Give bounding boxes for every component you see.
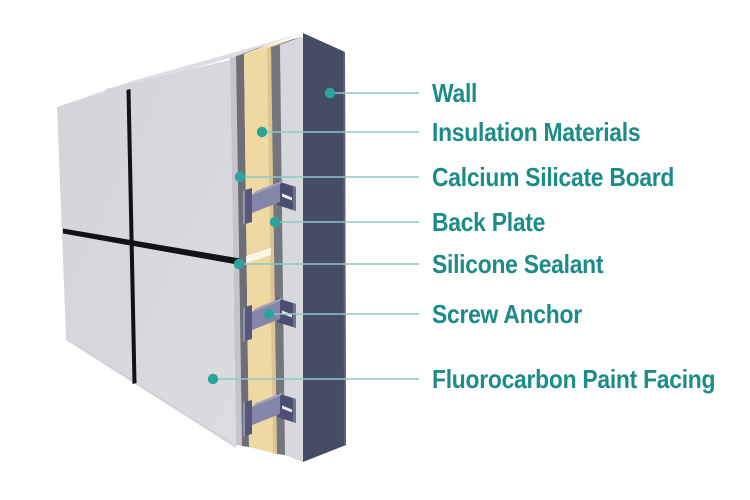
back-plate-top-face <box>271 37 302 47</box>
leader-dot-fluorocarbon-paint-facing <box>207 373 219 385</box>
callout-label-insulation: Insulation Materials <box>432 117 641 147</box>
wall-front-face <box>280 37 303 462</box>
back-plate-layer <box>271 45 285 455</box>
insulation-shadow-edge <box>267 47 277 454</box>
leader-dot-silicone-sealant <box>233 258 245 270</box>
callout-label-silicone-sealant: Silicone Sealant <box>432 249 604 279</box>
sealant-gap-vertical <box>126 89 137 384</box>
panels-bottom-edge <box>66 337 236 448</box>
callout-layer <box>207 87 419 385</box>
wall-side-face <box>303 33 346 462</box>
board-top-face <box>236 46 266 56</box>
cladding-panels-face <box>57 60 236 445</box>
panel-edge-face <box>230 56 242 446</box>
calcium-silicate-board-layer <box>236 54 249 447</box>
insulation-top-face <box>244 39 293 54</box>
leader-dot-back-plate <box>269 216 281 228</box>
leader-dot-insulation <box>256 126 268 138</box>
callout-label-back-plate: Back Plate <box>432 207 546 237</box>
callout-label-calcium-silicate-board: Calcium Silicate Board <box>432 162 675 192</box>
wall-edge-highlight <box>343 52 346 446</box>
callout-label-screw-anchor: Screw Anchor <box>432 299 582 329</box>
leader-dot-wall <box>324 87 336 99</box>
leader-dot-calcium-silicate-board <box>234 171 246 183</box>
callout-label-fluorocarbon-paint-facing: Fluorocarbon Paint Facing <box>432 364 716 394</box>
sealant-gap-horizontal <box>63 228 240 265</box>
insulation-highlight <box>246 248 271 263</box>
leader-dot-screw-anchor <box>263 308 275 320</box>
callout-label-wall: Wall <box>432 78 478 108</box>
